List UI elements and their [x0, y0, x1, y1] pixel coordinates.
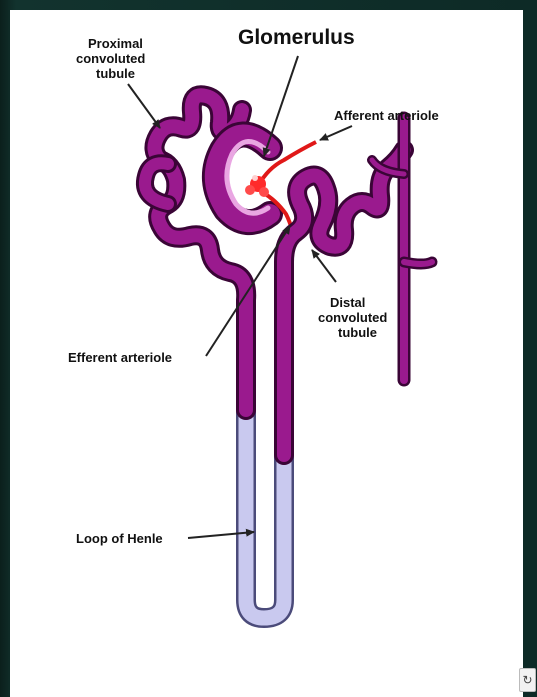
distal-label-line3: tubule — [338, 325, 377, 340]
arrow-afferent — [320, 126, 352, 140]
distal-label-line1: Distal — [330, 295, 365, 310]
distal-label-line2: convoluted — [318, 310, 387, 325]
collecting-duct — [372, 118, 432, 380]
loop-of-henle-label: Loop of Henle — [76, 531, 163, 546]
arrow-proximal — [128, 84, 160, 128]
afferent-arteriole-label: Afferent arteriole — [334, 108, 439, 123]
glomerulus-title: Glomerulus — [238, 26, 355, 50]
efferent-arteriole-label: Efferent arteriole — [68, 350, 172, 365]
proximal-label-line1: Proximal — [88, 36, 143, 51]
proximal-label-line2: convoluted — [76, 51, 145, 66]
proximal-label-line3: tubule — [96, 66, 135, 81]
arrow-glomerulus — [264, 56, 298, 156]
refresh-icon[interactable]: ↻ — [519, 668, 536, 692]
